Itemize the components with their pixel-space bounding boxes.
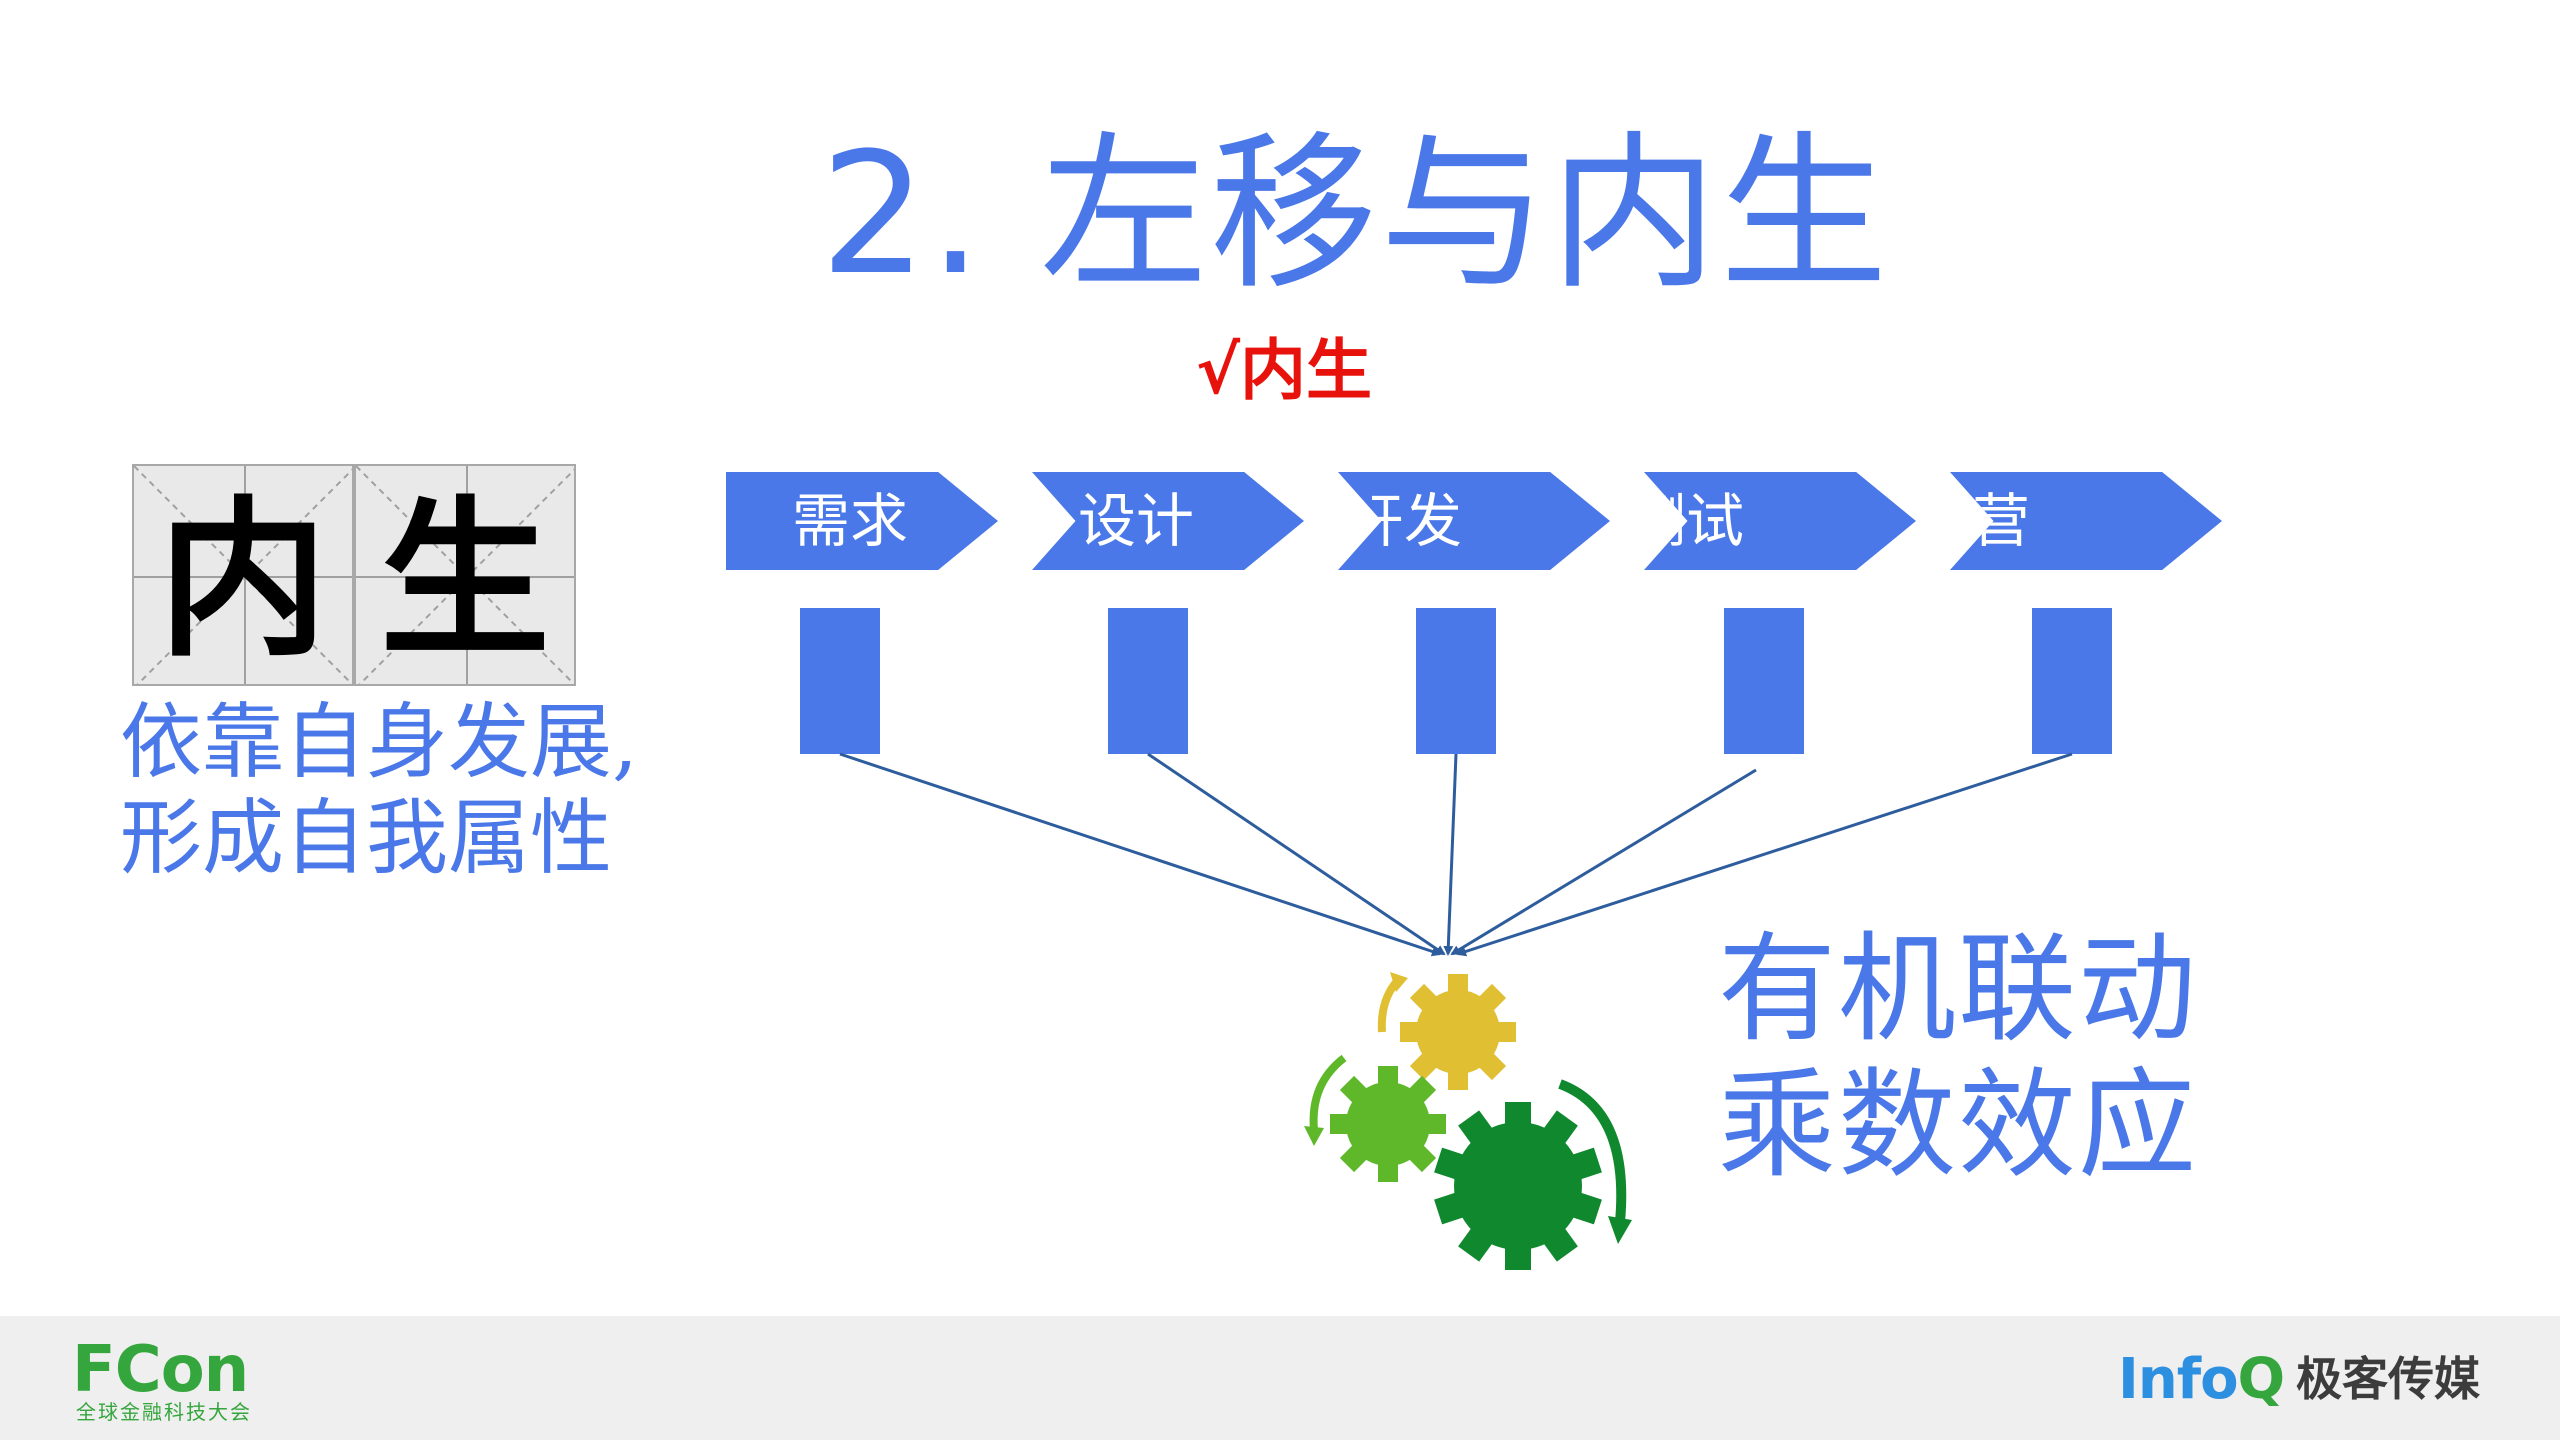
footer-bar: FCon 全球金融科技大会 InfoQ 极客传媒 xyxy=(0,1316,2560,1440)
stage-chevron-testing: 测试 xyxy=(1644,472,1916,570)
light-green-gear-icon xyxy=(1330,1066,1446,1182)
fcon-tagline: 全球金融科技大会 xyxy=(76,1400,252,1424)
subtitle-endogenous: √内生 xyxy=(1196,332,1373,409)
stage-label: 设计 xyxy=(1078,487,1195,555)
infoq-logo-q: Q xyxy=(2237,1347,2286,1412)
gears-icon xyxy=(1304,972,1632,1270)
grid-char-1: 内 xyxy=(157,482,328,680)
rotation-arrow-light-green-icon xyxy=(1309,1054,1347,1131)
effect-line-2: 乘数效应 xyxy=(1718,1056,2199,1194)
yellow-gear-icon xyxy=(1400,974,1516,1090)
effect-line-1: 有机联动 xyxy=(1718,920,2199,1058)
rotation-arrow-dark-green-icon xyxy=(1558,1079,1627,1223)
description-line-1: 依靠自身发展, xyxy=(120,695,639,790)
stage-bar-1 xyxy=(800,608,880,754)
stage-chevron-development: 开发 xyxy=(1338,472,1610,570)
stage-chevron-design: 设计 xyxy=(1032,472,1304,570)
infoq-logo-text: Info xyxy=(2118,1347,2239,1412)
stage-bar-2 xyxy=(1108,608,1188,754)
stage-bar-4 xyxy=(1724,608,1804,754)
arrow-5 xyxy=(1456,752,2073,957)
stage-chevron-operations: 营 xyxy=(1950,472,2222,570)
grid-char-2: 生 xyxy=(379,482,550,680)
stage-chevron-requirements: 需求 xyxy=(726,472,998,570)
rice-grid-lines xyxy=(356,466,574,684)
dark-green-gear-icon xyxy=(1434,1102,1602,1270)
arrow-1 xyxy=(839,752,1442,957)
geek-media-logo: 极客传媒 xyxy=(2296,1352,2480,1406)
slide-title: 2. 左移与内生 xyxy=(820,116,1890,312)
stage-bar-3 xyxy=(1416,608,1496,754)
description-line-2: 形成自我属性 xyxy=(120,791,613,886)
arrow-2 xyxy=(1147,752,1446,956)
stage-label: 开发 xyxy=(1372,487,1463,555)
rice-grid-lines xyxy=(134,466,352,684)
fcon-logo: FCon xyxy=(72,1333,249,1407)
char-grid-box-2: 生 xyxy=(354,464,576,686)
arrow-4 xyxy=(1450,768,1757,956)
infoq-logo: InfoQ xyxy=(2118,1352,2285,1408)
arrow-3 xyxy=(1443,753,1458,956)
stage-label: 需求 xyxy=(792,487,909,555)
char-grid-box-1: 内 xyxy=(132,464,354,686)
stage-bar-5 xyxy=(2032,608,2112,754)
